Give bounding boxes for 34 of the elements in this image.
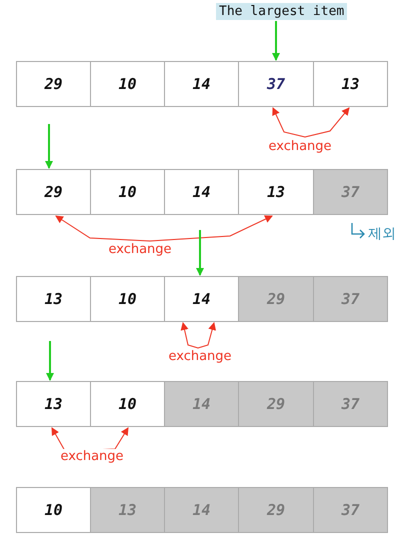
array-cell: 13 (16, 381, 91, 427)
exchange-arrow (55, 215, 273, 242)
pointer-arrow (196, 230, 204, 276)
sorted-array-cell: 14 (164, 381, 239, 427)
array-cell: 29 (16, 169, 91, 215)
edge-label: exchange (168, 349, 232, 364)
sorted-array-cell: 37 (313, 276, 388, 322)
array-cell: 10 (90, 61, 165, 107)
exchange-arrow (180, 322, 216, 349)
sorted-array-cell: 14 (164, 487, 239, 533)
array-cell: 14 (164, 61, 239, 107)
sorted-array-cell: 37 (313, 381, 388, 427)
sorted-array-cell: 13 (90, 487, 165, 533)
array-cell: 37 (238, 61, 314, 107)
edge-label: exchange (60, 449, 124, 464)
array-cell: 13 (16, 276, 91, 322)
handwritten-note: 제외 (368, 225, 396, 243)
sorted-array-cell: 29 (238, 487, 314, 533)
exchange-arrow (272, 107, 350, 138)
sorted-array-cell: 29 (238, 276, 314, 322)
sorted-array-cell: 29 (238, 381, 314, 427)
edge-label: exchange (108, 242, 172, 257)
sorted-array-cell: 37 (313, 169, 388, 215)
array-cell: 14 (164, 169, 239, 215)
pointer-arrow (46, 341, 54, 381)
array-cell: 13 (313, 61, 388, 107)
edge-label: exchange (268, 139, 332, 154)
highlighted-label: The largest item (216, 3, 348, 20)
pointer-arrow (272, 21, 280, 61)
sorted-array-cell: 37 (313, 487, 388, 533)
pointer-arrow (45, 124, 53, 169)
array-cell: 29 (16, 61, 91, 107)
array-cell: 10 (90, 169, 165, 215)
array-cell: 10 (90, 276, 165, 322)
